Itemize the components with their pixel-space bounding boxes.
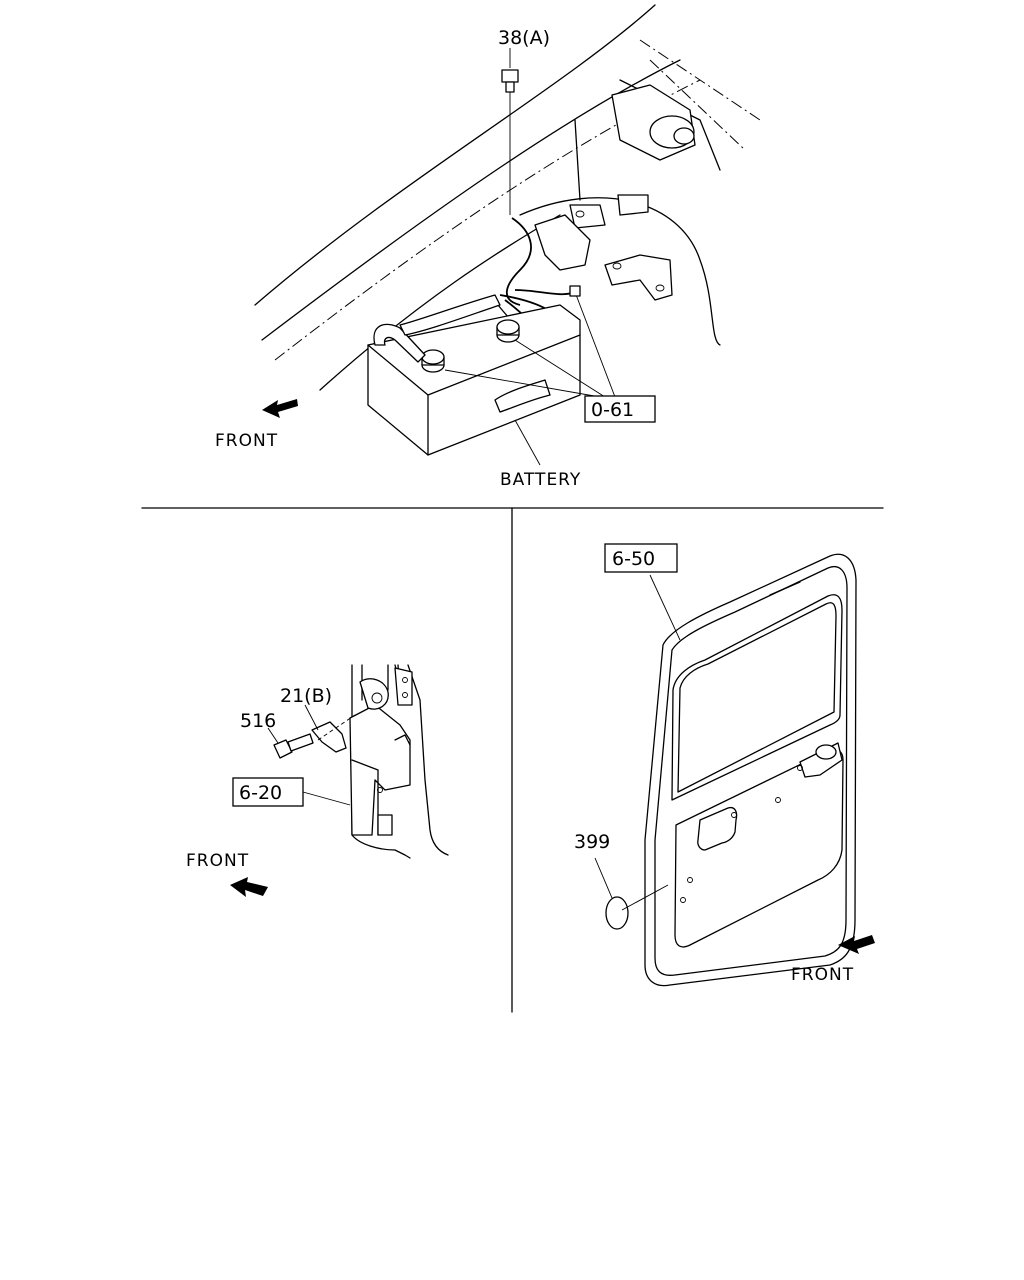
plug-399	[594, 857, 669, 930]
bolt-38a-callout: 38(A)	[498, 27, 550, 49]
ref-0-61-callout: 0-61	[591, 399, 634, 421]
ref-6-20-box	[232, 777, 304, 807]
bottom-right-panel: 6-50 399 FRONT	[574, 543, 875, 987]
plug-399-callout: 399	[574, 831, 610, 853]
bolt-516	[273, 733, 314, 759]
ref-6-50-callout: 6-50	[612, 548, 655, 570]
fender-inner-line	[319, 214, 561, 391]
battery-leader	[514, 419, 541, 466]
wheel-arch	[519, 197, 721, 346]
clip-21b-callout: 21(B)	[280, 685, 332, 707]
clip-21b	[311, 721, 347, 753]
ref-6-50-leader	[649, 574, 681, 641]
ref-6-50-box	[604, 543, 678, 573]
door-pillar	[349, 664, 449, 859]
bolt-516-callout: 516	[240, 710, 276, 732]
top-panel: 38(A) 0-61 BATTERY FRONT	[215, 4, 761, 490]
cowl-line	[639, 39, 761, 121]
washer-motor	[611, 84, 696, 161]
front-bottom-right-callout: FRONT	[791, 965, 854, 985]
front-top-callout: FRONT	[215, 431, 278, 451]
ref-6-20-callout: 6-20	[239, 782, 282, 804]
bolt-516-leader	[267, 727, 279, 744]
bolt-38a	[501, 48, 519, 215]
bottom-left-panel: 21(B) 516 6-20 FRONT	[186, 664, 449, 897]
ref-0-61-leaders	[444, 285, 616, 398]
inner-fender-brackets	[569, 194, 673, 301]
front-bottom-left-callout: FRONT	[186, 851, 249, 871]
battery	[367, 294, 581, 456]
front-arrow-icon	[262, 399, 298, 418]
fender-line-1	[261, 59, 681, 341]
ref-0-61-box	[584, 395, 656, 423]
front-arrow-icon	[230, 877, 268, 897]
hood-edge-line	[254, 4, 656, 306]
ref-6-20-leader	[302, 791, 351, 806]
battery-callout: BATTERY	[500, 470, 581, 490]
clip-dash	[317, 714, 356, 741]
rear-door	[644, 553, 857, 987]
clip-21b-leader	[304, 704, 319, 731]
front-arrow-icon	[838, 935, 875, 954]
relay-box	[534, 214, 591, 271]
